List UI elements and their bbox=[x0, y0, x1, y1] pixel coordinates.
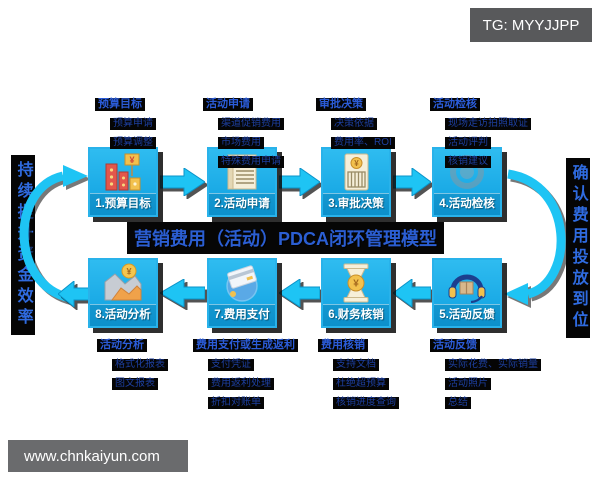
step-box-5-activity-feedback: 5.活动反馈 bbox=[432, 258, 502, 328]
annotation-heading: 活动申请 bbox=[203, 98, 253, 111]
annotation-heading: 活动分析 bbox=[97, 339, 147, 352]
left-arrow-icon bbox=[160, 279, 205, 307]
annotation-item: 核销建议 bbox=[445, 156, 491, 168]
annotation-item: 活动照片 bbox=[445, 378, 491, 390]
annotation-activity-application: 活动申请 渠道促销费用 市场费用 特殊费用申请 bbox=[203, 94, 284, 169]
annotation-expense-payment: 费用支付或生成返利 支付凭证 费用返利处理 折扣对账单 bbox=[193, 335, 298, 410]
annotation-item: 预算申请 bbox=[110, 118, 156, 130]
right-arrow-icon bbox=[160, 168, 205, 196]
credit-card-payment-icon bbox=[209, 260, 275, 306]
annotation-heading: 预算目标 bbox=[95, 98, 145, 111]
right-arrow-icon bbox=[393, 168, 431, 196]
annotation-item: 支付凭证 bbox=[208, 359, 254, 371]
annotation-item: 特殊费用申请 bbox=[218, 156, 284, 168]
annotation-budget-target: 预算目标 预算申请 预算调整 bbox=[95, 94, 156, 150]
annotation-activity-analysis: 活动分析 格式化报表 图文报表 bbox=[97, 335, 168, 391]
approval-ledger-icon: ¥ bbox=[323, 149, 389, 195]
step-label: 8.活动分析 bbox=[90, 304, 156, 326]
right-loop-arrow bbox=[503, 160, 588, 315]
right-caption: 确认费用投放到位 bbox=[566, 158, 590, 338]
annotation-item: 渠道促销费用 bbox=[218, 118, 284, 130]
svg-text:¥: ¥ bbox=[354, 159, 359, 168]
step-label: 7.费用支付 bbox=[209, 304, 275, 326]
diagram-title: 营销费用（活动）PDCA闭环管理模型 bbox=[127, 222, 445, 254]
step-box-3-approval-decision: ¥ 3.审批决策 bbox=[321, 147, 391, 217]
analysis-chart-icon: ¥ bbox=[90, 260, 156, 306]
step-box-6-finance-writeoff: ¥ 6.财务核销 bbox=[321, 258, 391, 328]
annotation-item: 市场费用 bbox=[218, 137, 264, 149]
annotation-item: 总结 bbox=[445, 397, 471, 409]
step-label: 5.活动反馈 bbox=[434, 304, 500, 326]
annotation-expense-writeoff: 费用核销 支持文档 杜绝超预算 核销进度查询 bbox=[318, 335, 399, 410]
annotation-item: 核销进度查询 bbox=[333, 397, 399, 409]
left-arrow-icon bbox=[279, 279, 320, 307]
budget-bars-icon: ¥ bbox=[90, 149, 156, 195]
step-label: 3.审批决策 bbox=[323, 193, 389, 215]
step-box-8-activity-analysis: ¥ 8.活动分析 bbox=[88, 258, 158, 328]
website-badge: www.chnkaiyun.com bbox=[8, 440, 188, 472]
left-loop-arrow bbox=[8, 160, 93, 315]
annotation-item: 费用返利处理 bbox=[208, 378, 274, 390]
hourglass-finance-icon: ¥ bbox=[323, 260, 389, 306]
curved-arrow-down-icon bbox=[504, 169, 566, 305]
tg-contact-badge: TG: MYYJJPP bbox=[470, 8, 592, 42]
arrow-step7-to-step8 bbox=[160, 279, 205, 307]
tg-contact-label: TG: MYYJJPP bbox=[482, 16, 580, 34]
annotation-item: 实际花费、实际销量 bbox=[445, 359, 541, 371]
annotation-item: 活动评判 bbox=[445, 137, 491, 149]
step-label: 4.活动检核 bbox=[434, 193, 500, 215]
annotation-activity-check: 活动检核 现场走访拍照取证 活动评判 核销建议 bbox=[430, 94, 531, 169]
annotation-item: 费用率、ROI bbox=[331, 137, 395, 149]
arrow-step3-to-step4 bbox=[393, 168, 431, 196]
svg-text:¥: ¥ bbox=[353, 279, 359, 290]
website-label: www.chnkaiyun.com bbox=[24, 447, 160, 465]
annotation-heading: 费用支付或生成返利 bbox=[193, 339, 298, 352]
arrow-step2-to-step3 bbox=[279, 168, 320, 196]
arrow-step8-to-loop bbox=[58, 281, 90, 307]
annotation-item: 图文报表 bbox=[112, 378, 158, 390]
arrow-step5-to-step6 bbox=[393, 279, 431, 307]
step-label: 6.财务核销 bbox=[323, 304, 389, 326]
step-box-7-expense-payment: 7.费用支付 bbox=[207, 258, 277, 328]
left-arrow-icon bbox=[58, 281, 90, 307]
annotation-heading: 活动检核 bbox=[430, 98, 480, 111]
arrow-step6-to-step7 bbox=[279, 279, 320, 307]
annotation-item: 决策依据 bbox=[331, 118, 377, 130]
annotation-heading: 活动反馈 bbox=[430, 339, 480, 352]
step-label: 2.活动申请 bbox=[209, 193, 275, 215]
annotation-item: 预算调整 bbox=[110, 137, 156, 149]
annotation-item: 格式化报表 bbox=[112, 359, 168, 371]
svg-text:¥: ¥ bbox=[126, 267, 131, 277]
arrow-step1-to-step2 bbox=[160, 168, 205, 196]
annotation-item: 支持文档 bbox=[333, 359, 379, 371]
curved-arrow-up-icon bbox=[19, 165, 88, 303]
svg-text:¥: ¥ bbox=[129, 155, 134, 165]
annotation-item: 杜绝超预算 bbox=[333, 378, 389, 390]
annotation-heading: 费用核销 bbox=[318, 339, 368, 352]
annotation-item: 折扣对账单 bbox=[208, 397, 264, 409]
annotation-approval-decision: 审批决策 决策依据 费用率、ROI bbox=[316, 94, 395, 150]
annotation-item: 现场走访拍照取证 bbox=[445, 118, 531, 130]
right-arrow-icon bbox=[279, 168, 320, 196]
headphones-feedback-icon bbox=[434, 260, 500, 306]
annotation-heading: 审批决策 bbox=[316, 98, 366, 111]
step-label: 1.预算目标 bbox=[90, 193, 156, 215]
left-arrow-icon bbox=[393, 279, 431, 307]
annotation-activity-feedback: 活动反馈 实际花费、实际销量 活动照片 总结 bbox=[430, 335, 541, 410]
step-box-1-budget-target: ¥ 1.预算目标 bbox=[88, 147, 158, 217]
